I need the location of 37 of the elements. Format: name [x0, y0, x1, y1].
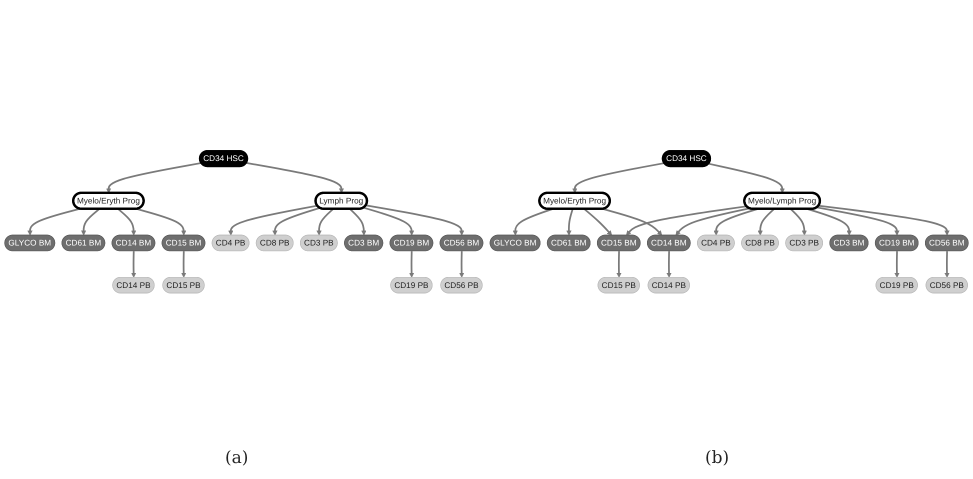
arrow [790, 208, 807, 236]
flowchart: CD34 HSC Myelo/Eryth Prog Lymph Prog GLYCO BM CD61 BM CD14 BM CD14 PB CD15 BM CD15 PB CD4 PB CD8 PB CD3 PB CD3 BM CD19 BM CD19 PB CD56 BM CD56 PB CD34 HSC Myelo/Eryth Prog Myelo/Lymph Prog GLYCO BM CD61 BM CD15 BM CD15 PB CD14 BM CD14 PB CD4 PB CD8 PB CD3 PB CD3 BM CD19 BM CD19 PB CD56 BM CD56 PB [0, 146, 973, 298]
arrow [626, 206, 747, 236]
arrow [246, 162, 344, 194]
arrow [666, 251, 672, 278]
arrow [131, 251, 136, 278]
arrow [676, 208, 750, 236]
arrow [584, 208, 612, 236]
arrow [81, 208, 100, 236]
arrow [409, 251, 414, 278]
arrow [714, 208, 758, 236]
arrow [807, 208, 852, 236]
panel-label: (a) [225, 448, 248, 468]
arrow [572, 162, 664, 194]
arrow [894, 251, 900, 278]
arrow [349, 208, 366, 236]
arrow [106, 162, 202, 194]
arrow [136, 208, 186, 236]
arrow [818, 204, 950, 236]
arrow [758, 208, 775, 236]
arrow [944, 251, 950, 278]
arrow [316, 208, 334, 236]
arrow [27, 208, 80, 236]
arrow [512, 208, 553, 236]
panel-label: (b) [705, 448, 730, 468]
arrow [228, 204, 318, 236]
arrow [566, 208, 574, 236]
arrow [708, 163, 785, 194]
arrow [118, 208, 136, 236]
arrow [363, 207, 414, 236]
arrow [602, 208, 662, 236]
arrow [366, 204, 464, 236]
arrow [181, 251, 186, 278]
arrow [616, 251, 622, 278]
arrow [272, 207, 320, 236]
arrow [459, 251, 464, 278]
arrow [816, 206, 900, 236]
